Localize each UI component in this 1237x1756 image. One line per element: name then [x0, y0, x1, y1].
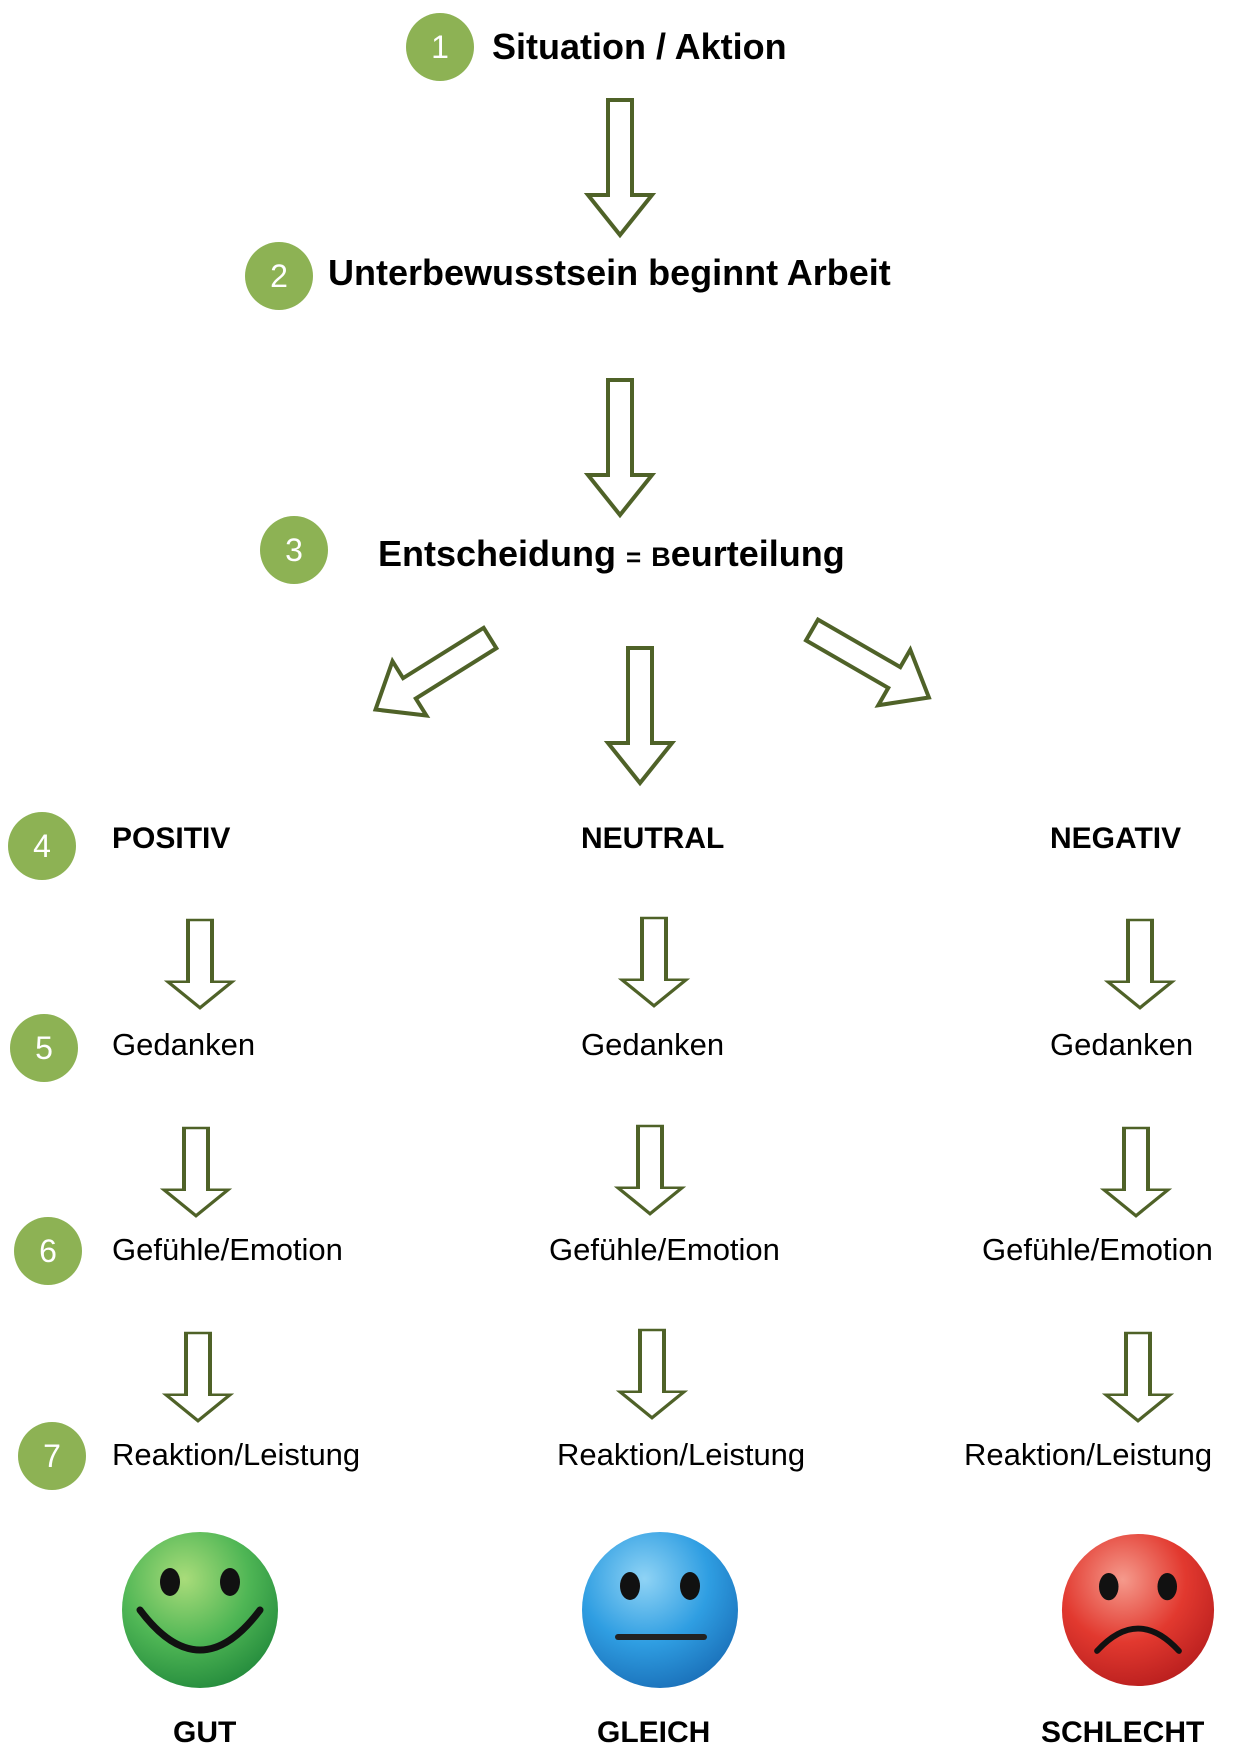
branch-title-positive: POSITIV: [112, 822, 231, 855]
arrow-right-diagonal: [794, 600, 947, 728]
thoughts-positive: Gedanken: [112, 1027, 256, 1062]
thoughts-neutral: Gedanken: [581, 1027, 725, 1062]
arrow-negative-2: [1102, 1126, 1170, 1218]
step-3-label-after: eurteilung: [670, 533, 845, 574]
reaction-negative: Reaktion/Leistung: [964, 1437, 1213, 1472]
branch-title-neutral: NEUTRAL: [581, 822, 725, 855]
result-positive: GUT: [173, 1716, 237, 1749]
arrow-neutral-3: [618, 1328, 686, 1420]
step-3-equals: =: [626, 542, 642, 572]
arrow-left-diagonal: [356, 608, 509, 739]
step-6-badge: 6: [14, 1217, 82, 1285]
feelings-neutral: Gefühle/Emotion: [549, 1232, 780, 1267]
arrow-down-center: [606, 646, 674, 785]
branch-title-negative: NEGATIV: [1050, 822, 1182, 855]
neutral-face-icon: [582, 1532, 738, 1688]
arrow-positive-1: [166, 918, 234, 1010]
arrow-negative-3: [1104, 1331, 1172, 1423]
arrow-negative-1: [1106, 918, 1174, 1010]
result-negative: SCHLECHT: [1041, 1716, 1205, 1749]
step-3-label: Entscheidung = Beurteilung: [378, 534, 845, 577]
arrow-positive-2: [162, 1126, 230, 1218]
step-1-badge: 1: [406, 13, 474, 81]
arrow-neutral-1: [620, 916, 688, 1008]
step-7-badge: 7: [18, 1422, 86, 1490]
step-3-badge: 3: [260, 516, 328, 584]
feelings-negative: Gefühle/Emotion: [982, 1232, 1213, 1267]
reaction-neutral: Reaktion/Leistung: [557, 1437, 806, 1472]
step-3-label-before: Entscheidung: [378, 533, 627, 574]
happy-face-icon: [122, 1532, 278, 1688]
arrow-neutral-2: [616, 1124, 684, 1216]
arrow-down-1-2: [586, 98, 654, 237]
step-3-b-letter: B: [651, 542, 671, 572]
step-4-badge: 4: [8, 812, 76, 880]
thoughts-negative: Gedanken: [1050, 1027, 1194, 1062]
step-2-badge: 2: [245, 242, 313, 310]
arrow-positive-3: [164, 1331, 232, 1423]
result-neutral: GLEICH: [597, 1716, 711, 1749]
sad-face-icon: [1061, 1533, 1215, 1687]
arrow-down-2-3: [586, 378, 654, 517]
step-5-badge: 5: [10, 1014, 78, 1082]
step-2-label: Unterbewusstsein beginnt Arbeit: [328, 252, 891, 293]
reaction-positive: Reaktion/Leistung: [112, 1437, 361, 1472]
step-1-label: Situation / Aktion: [492, 26, 787, 67]
feelings-positive: Gefühle/Emotion: [112, 1232, 343, 1267]
